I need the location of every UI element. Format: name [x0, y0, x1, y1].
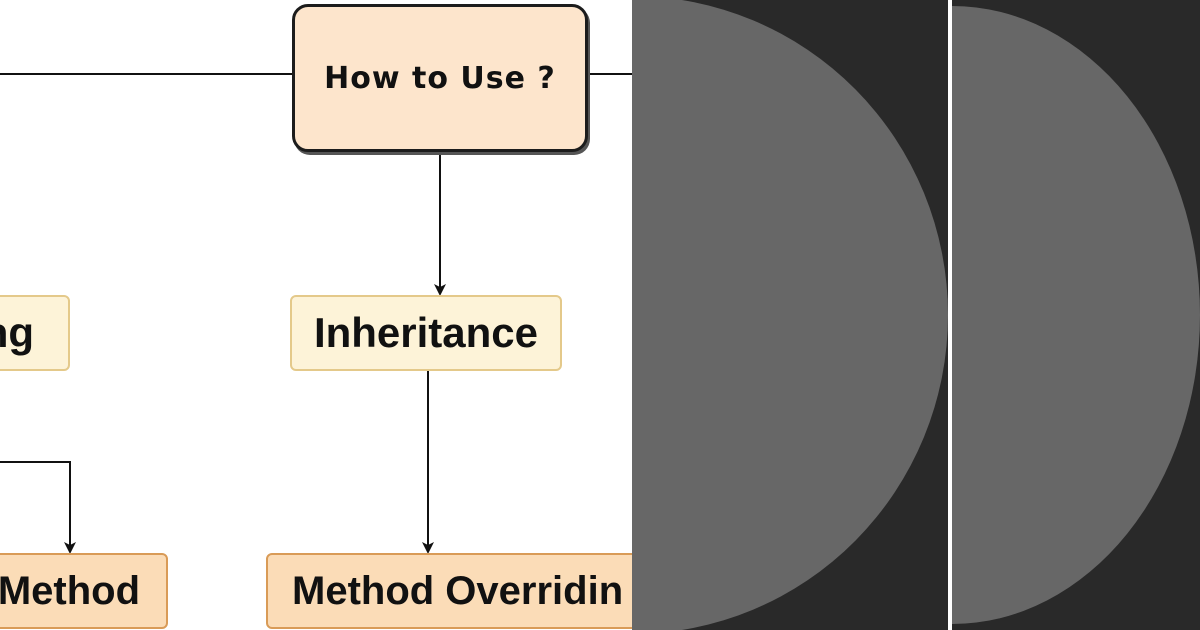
dark-panel-2	[952, 0, 1200, 630]
node-how-to-use-label: How to Use ?	[324, 60, 556, 96]
connector-layer	[0, 73, 632, 554]
diagram-canvas: How to Use ? ng Inheritance Method Metho…	[0, 4, 632, 629]
half-circle-shape-1	[632, 0, 948, 630]
node-how-to-use: How to Use ?	[292, 4, 588, 152]
panel-divider	[948, 0, 952, 630]
node-inheritance-label: Inheritance	[313, 309, 539, 356]
node-method-cut-label: Method	[0, 568, 140, 613]
node-method-overriding: Method Overridin	[266, 553, 632, 629]
node-left-cut: ng	[0, 295, 70, 371]
dark-panel-1	[632, 0, 948, 630]
half-circle-shape-2	[952, 6, 1200, 624]
node-left-cut-label: ng	[0, 309, 34, 356]
arrow-left-to-method	[0, 461, 76, 554]
node-inheritance: Inheritance	[290, 295, 562, 371]
node-method-cut: Method	[0, 553, 168, 629]
node-method-overriding-label: Method Overridin	[292, 568, 624, 613]
